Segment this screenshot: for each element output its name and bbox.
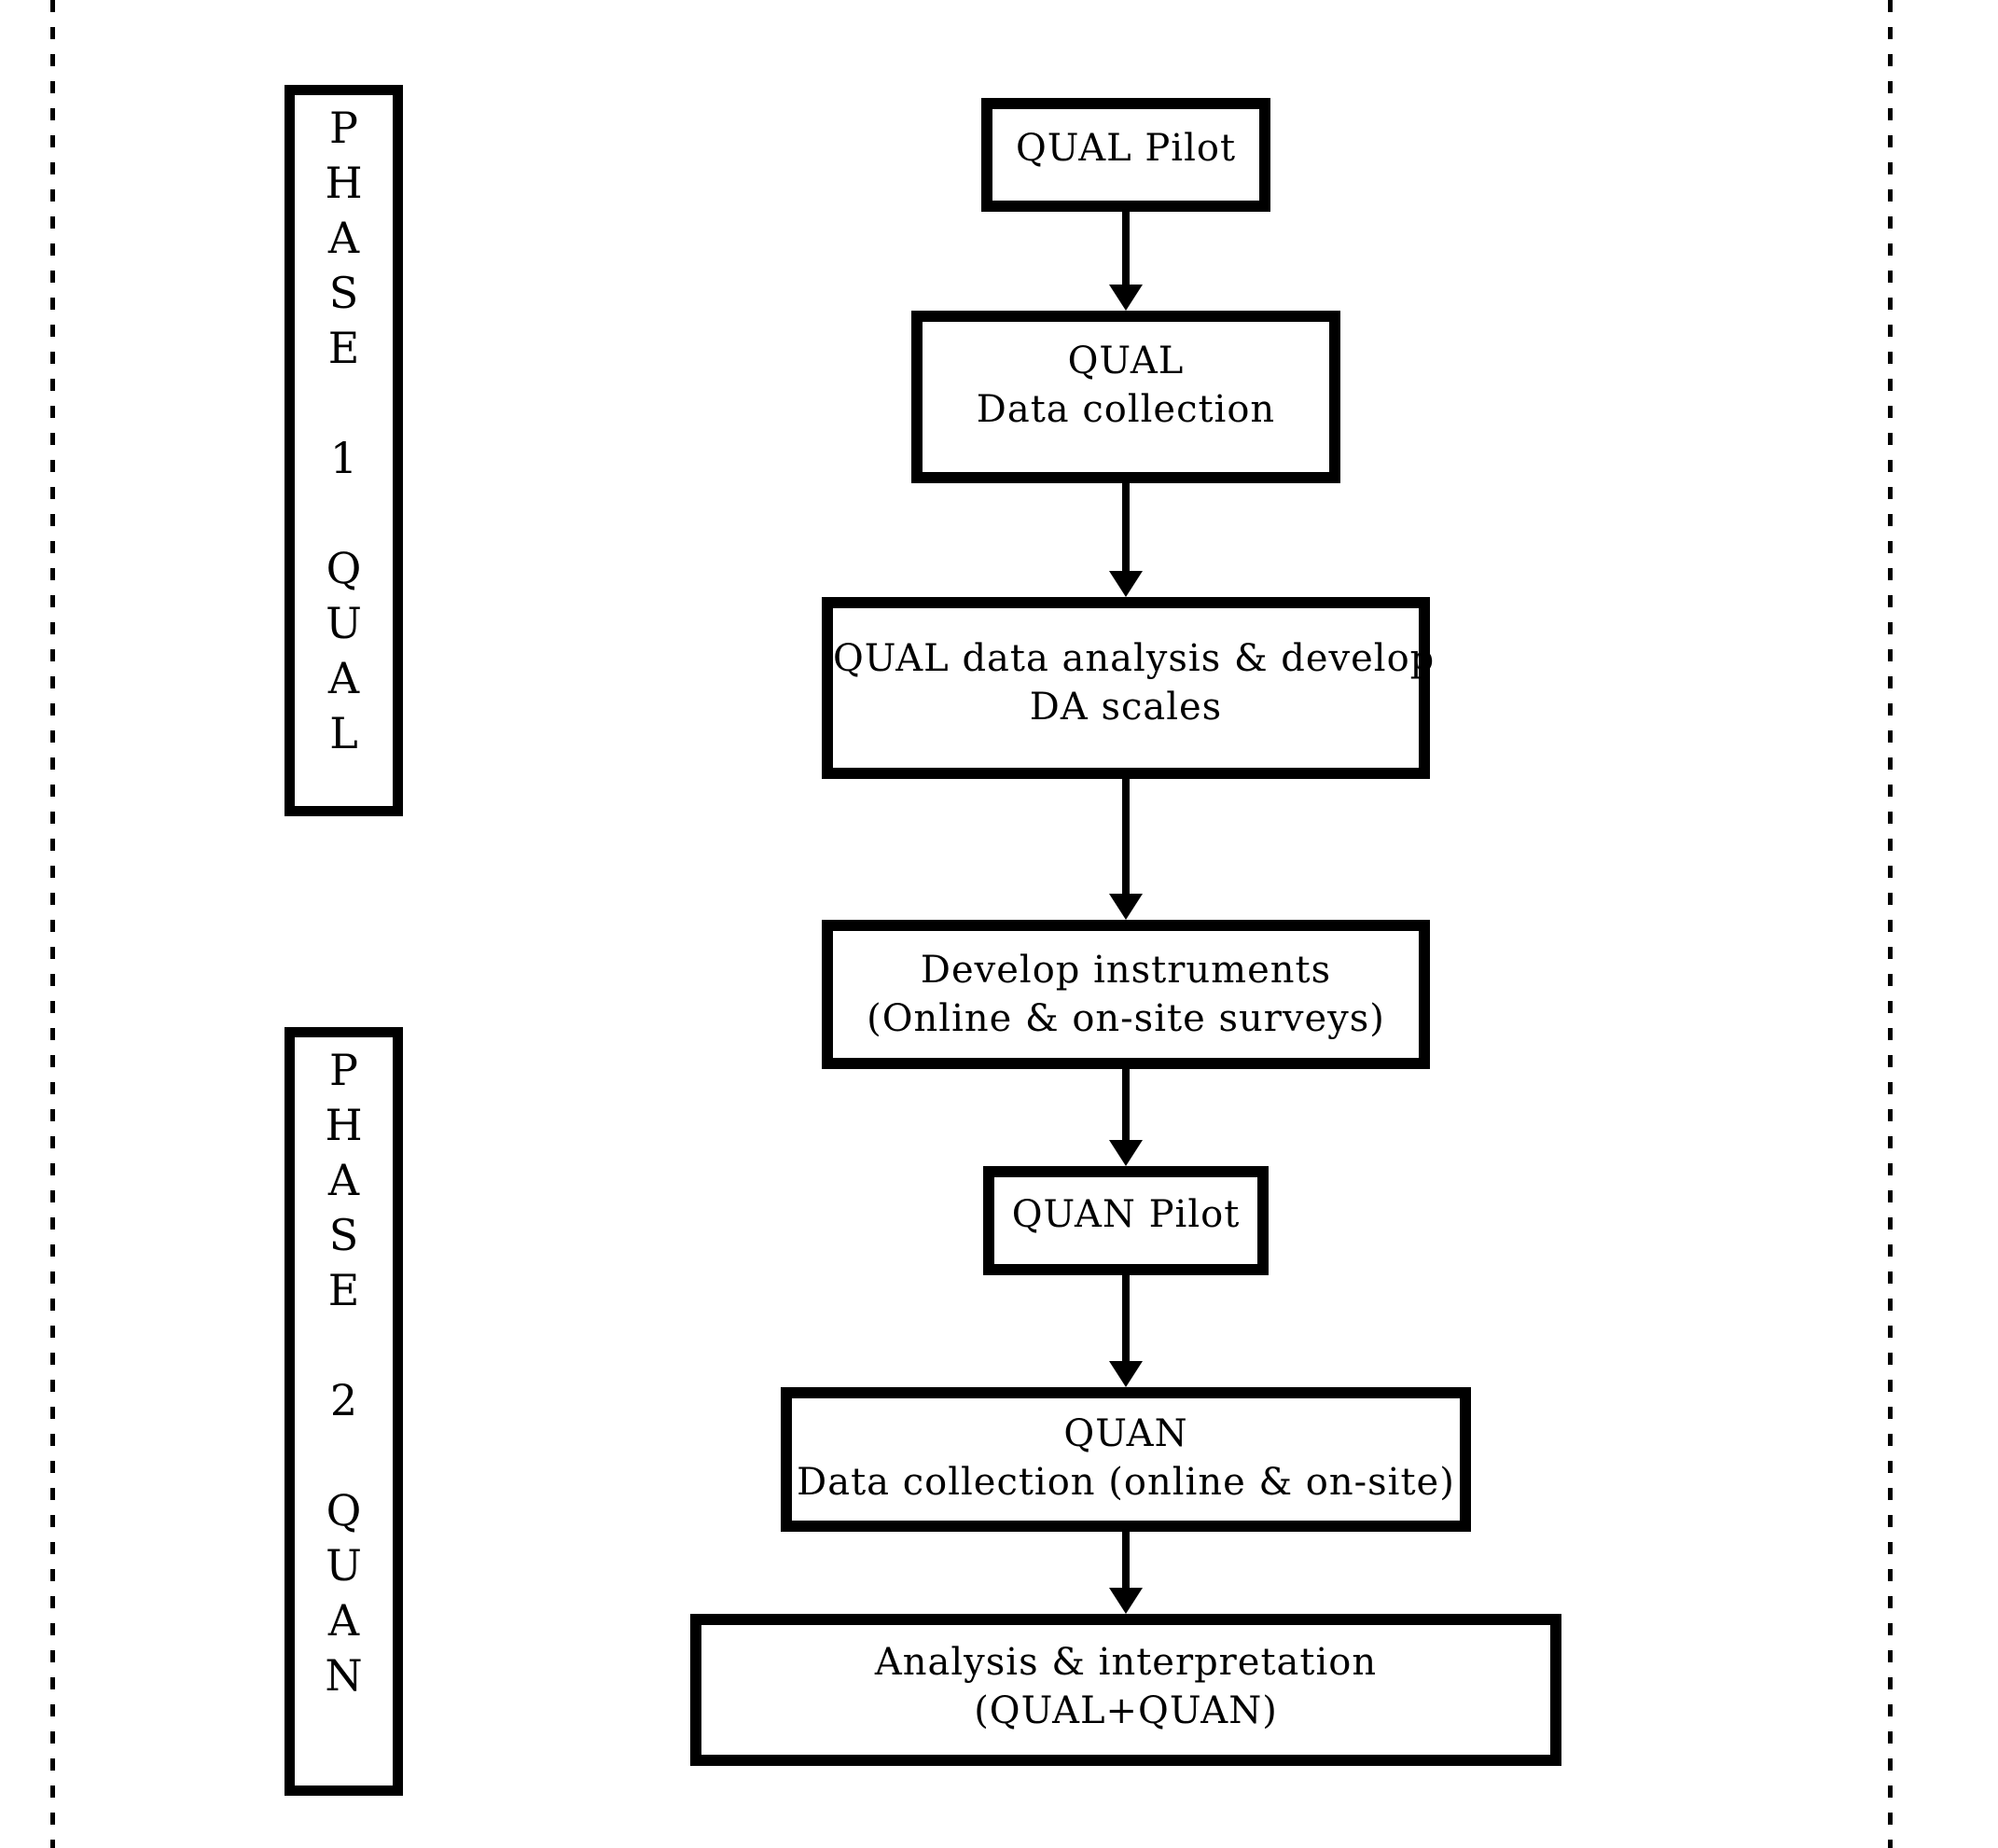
phase-2-letter-gap xyxy=(295,1428,393,1483)
flow-box-qual-data-collection: QUAL Data collection xyxy=(911,311,1340,483)
flow-box-label: Data collection xyxy=(976,388,1276,431)
down-arrow-icon xyxy=(1122,1069,1130,1140)
phase-2-label-box: P H A S E 2 Q U A N xyxy=(284,1027,403,1796)
flow-box-quan-data-collection: QUAN Data collection (online & on-site) xyxy=(781,1387,1471,1532)
phase-1-number: 1 xyxy=(329,433,358,483)
flow-box-label: (Online & on-site surveys) xyxy=(867,997,1385,1040)
phase-2-letter: E xyxy=(327,1265,360,1315)
phase-1-letter: P xyxy=(329,103,358,153)
phase-1-letter-gap xyxy=(295,376,393,431)
flow-box-label: Develop instruments xyxy=(920,949,1332,992)
phase-2-letter: P xyxy=(329,1045,358,1095)
phase-2-number: 2 xyxy=(329,1375,358,1425)
phase-1-letter: Q xyxy=(326,543,362,593)
phase-1-letter: A xyxy=(327,653,360,703)
right-dashed-border xyxy=(1888,0,1893,1848)
flow-box-qual-data-analysis: QUAL data analysis & develop DA scales xyxy=(822,597,1436,779)
flow-box-label: (QUAL+QUAN) xyxy=(974,1689,1278,1732)
left-dashed-border xyxy=(50,0,55,1848)
phase-1-letter: S xyxy=(328,268,359,318)
down-arrow-icon xyxy=(1122,1275,1130,1361)
phase-2-letter: Q xyxy=(326,1485,362,1535)
phase-1-letter: H xyxy=(325,158,363,208)
flow-box-label: Data collection (online & on-site) xyxy=(797,1461,1455,1504)
phase-2-letter: U xyxy=(326,1540,362,1591)
flow-box-qual-pilot: QUAL Pilot xyxy=(981,98,1270,212)
phase-1-letter: U xyxy=(326,598,362,648)
flow-box-label: QUAL Pilot xyxy=(1015,127,1237,170)
flow-box-label: QUAL data analysis & develop xyxy=(833,637,1436,680)
flow-box-label: DA scales xyxy=(1029,686,1223,729)
flow-box-label: QUAN Pilot xyxy=(1011,1192,1241,1236)
flow-box-develop-instruments: Develop instruments (Online & on-site su… xyxy=(822,920,1430,1069)
phase-1-letter-gap xyxy=(295,486,393,541)
down-arrow-icon xyxy=(1122,483,1130,571)
flow-box-label: QUAN xyxy=(1063,1412,1188,1455)
phase-2-letter: A xyxy=(327,1155,360,1205)
phase-1-label-box: P H A S E 1 Q U A L xyxy=(284,85,403,816)
flow-box-quan-pilot: QUAN Pilot xyxy=(983,1166,1269,1275)
down-arrow-icon xyxy=(1122,212,1130,285)
phase-1-letter: A xyxy=(327,213,360,263)
down-arrow-icon xyxy=(1122,1532,1130,1588)
flow-box-label: Analysis & interpretation xyxy=(874,1641,1378,1684)
phase-2-letter: N xyxy=(325,1650,363,1701)
down-arrow-icon xyxy=(1122,779,1130,894)
phase-1-letter: E xyxy=(327,323,360,373)
phase-2-letter-gap xyxy=(295,1318,393,1373)
flow-box-analysis-interpretation: Analysis & interpretation (QUAL+QUAN) xyxy=(690,1614,1561,1766)
phase-2-letter: A xyxy=(327,1595,360,1646)
phase-2-letter: S xyxy=(328,1210,359,1260)
phase-1-letter: L xyxy=(329,708,358,758)
flow-box-label: QUAL xyxy=(1067,340,1185,382)
phase-2-letter: H xyxy=(325,1100,363,1150)
